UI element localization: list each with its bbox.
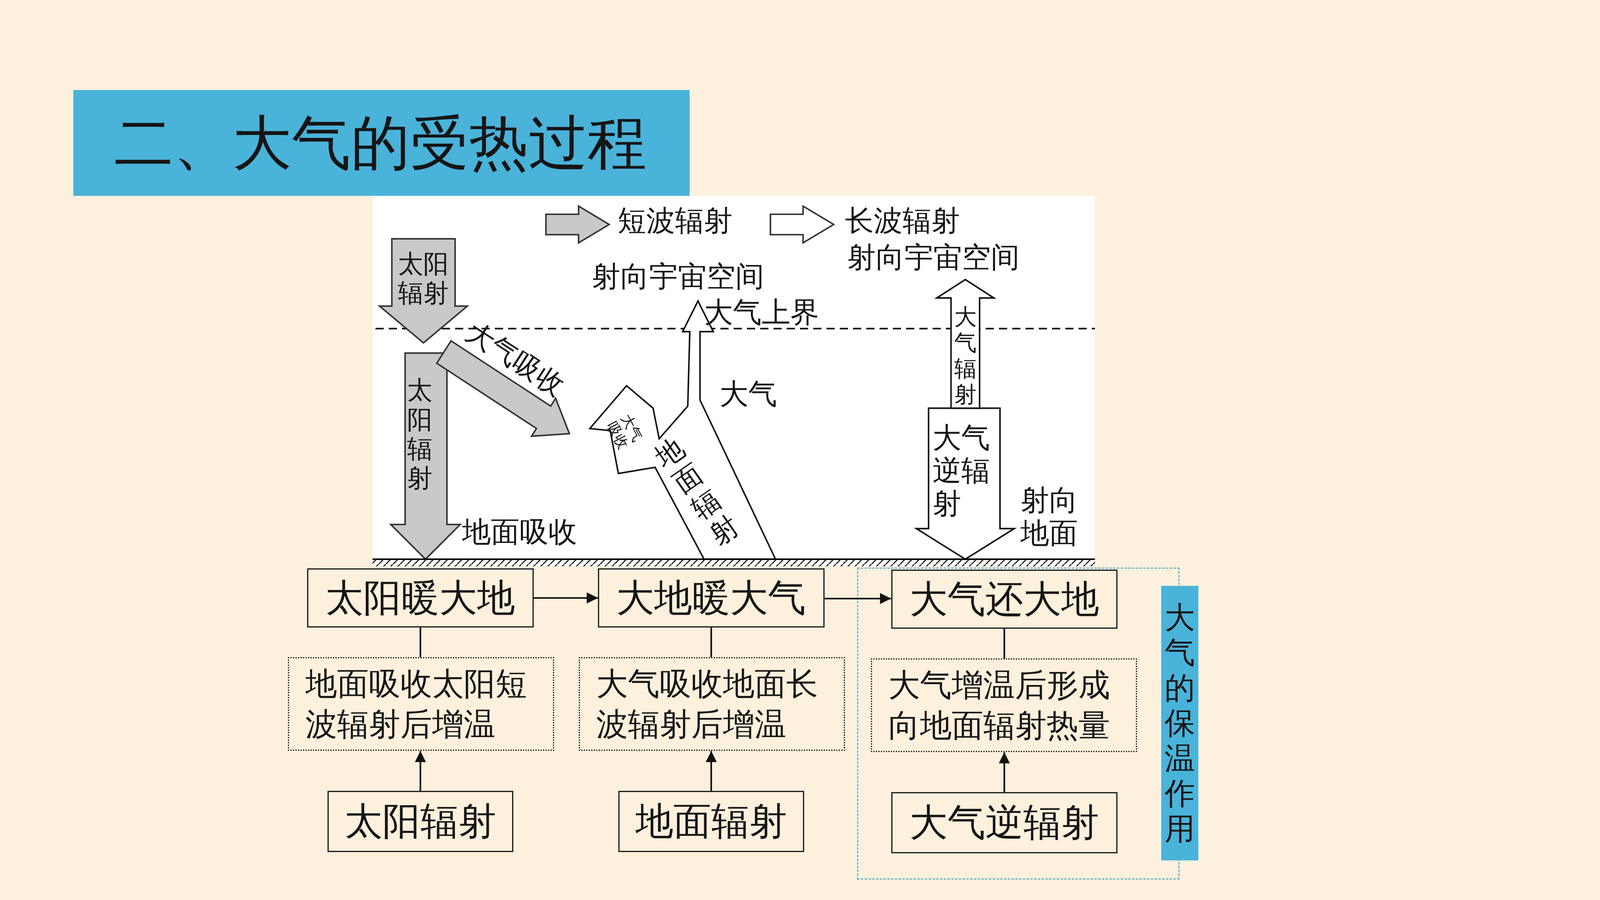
diagram-label: 大气 (719, 377, 778, 411)
diagram-label: 射向宇宙空间 (847, 240, 1020, 274)
process-box: 大气还大地 (891, 569, 1118, 629)
node-text: 大地暖大气 (616, 573, 806, 623)
node-text: 大气增温后形成向地面辐射热量 (888, 665, 1120, 746)
process-box: 太阳辐射 (327, 790, 514, 853)
connector-arrow (710, 627, 713, 658)
solar-radiation-arrow (379, 238, 468, 343)
legend-label: 长波辐射 (845, 204, 960, 238)
group-title: 大气的保温作用 (1161, 585, 1198, 861)
ground-radiation-arrow (590, 300, 776, 560)
node-text: 太阳暖大地 (325, 573, 515, 623)
connector-arrow (419, 750, 422, 791)
node-text: 大气逆辐射 (909, 798, 1100, 847)
counter-radiation-arrow (916, 408, 1015, 560)
solar-radiation-arrow (390, 352, 461, 560)
legend-longwave-arrow (770, 206, 834, 243)
title-banner: 二、大气的受热过程 (73, 90, 690, 197)
node-text: 大气吸收地面长波辐射后增温 (596, 663, 828, 745)
connector-arrow (824, 597, 892, 600)
process-box: 太阳暖大地 (307, 568, 534, 628)
ground-line (372, 558, 1095, 560)
node-text: 大气还大地 (909, 575, 1100, 624)
note-box: 大气吸收地面长波辐射后增温 (578, 657, 845, 751)
process-box: 大气逆辐射 (891, 792, 1118, 854)
legend-shortwave-arrow (545, 206, 610, 243)
illustration-panel (372, 195, 1095, 567)
node-text: 地面辐射 (635, 797, 788, 846)
diagram-label: 射向地面 (1020, 483, 1090, 550)
process-box: 大地暖大气 (597, 568, 825, 628)
node-text: 太阳辐射 (344, 797, 497, 846)
connector-arrow (1003, 752, 1005, 793)
connector-arrow (533, 597, 598, 599)
connector-arrow (1003, 628, 1005, 659)
diagram-label: 地面吸收 (462, 515, 578, 549)
diagram-label: 太阳辐射 (397, 249, 460, 308)
atmosphere-radiation-arrow (936, 279, 994, 409)
connector-arrow (710, 750, 713, 791)
node-text: 地面吸收太阳短波辐射后增温 (305, 663, 537, 745)
process-box: 地面辐射 (618, 790, 805, 853)
legend-label: 短波辐射 (617, 204, 733, 238)
diagram-label: 太阳辐射 (407, 375, 443, 493)
connector-arrow (419, 627, 422, 658)
diagram-label: 大气辐射 (954, 304, 986, 408)
diagram-label: 射向宇宙空间 (591, 260, 765, 293)
note-box: 地面吸收太阳短波辐射后增温 (287, 657, 555, 751)
ground-hatch (372, 559, 1095, 567)
group-region: 大气的保温作用大气还大地大气增温后形成向地面辐射热量大气逆辐射 (857, 567, 1180, 880)
diagram-label: 大气逆辐射 (932, 421, 1002, 520)
note-box: 大气增温后形成向地面辐射热量 (870, 658, 1138, 753)
diagram-label: 大气上界 (704, 295, 820, 329)
